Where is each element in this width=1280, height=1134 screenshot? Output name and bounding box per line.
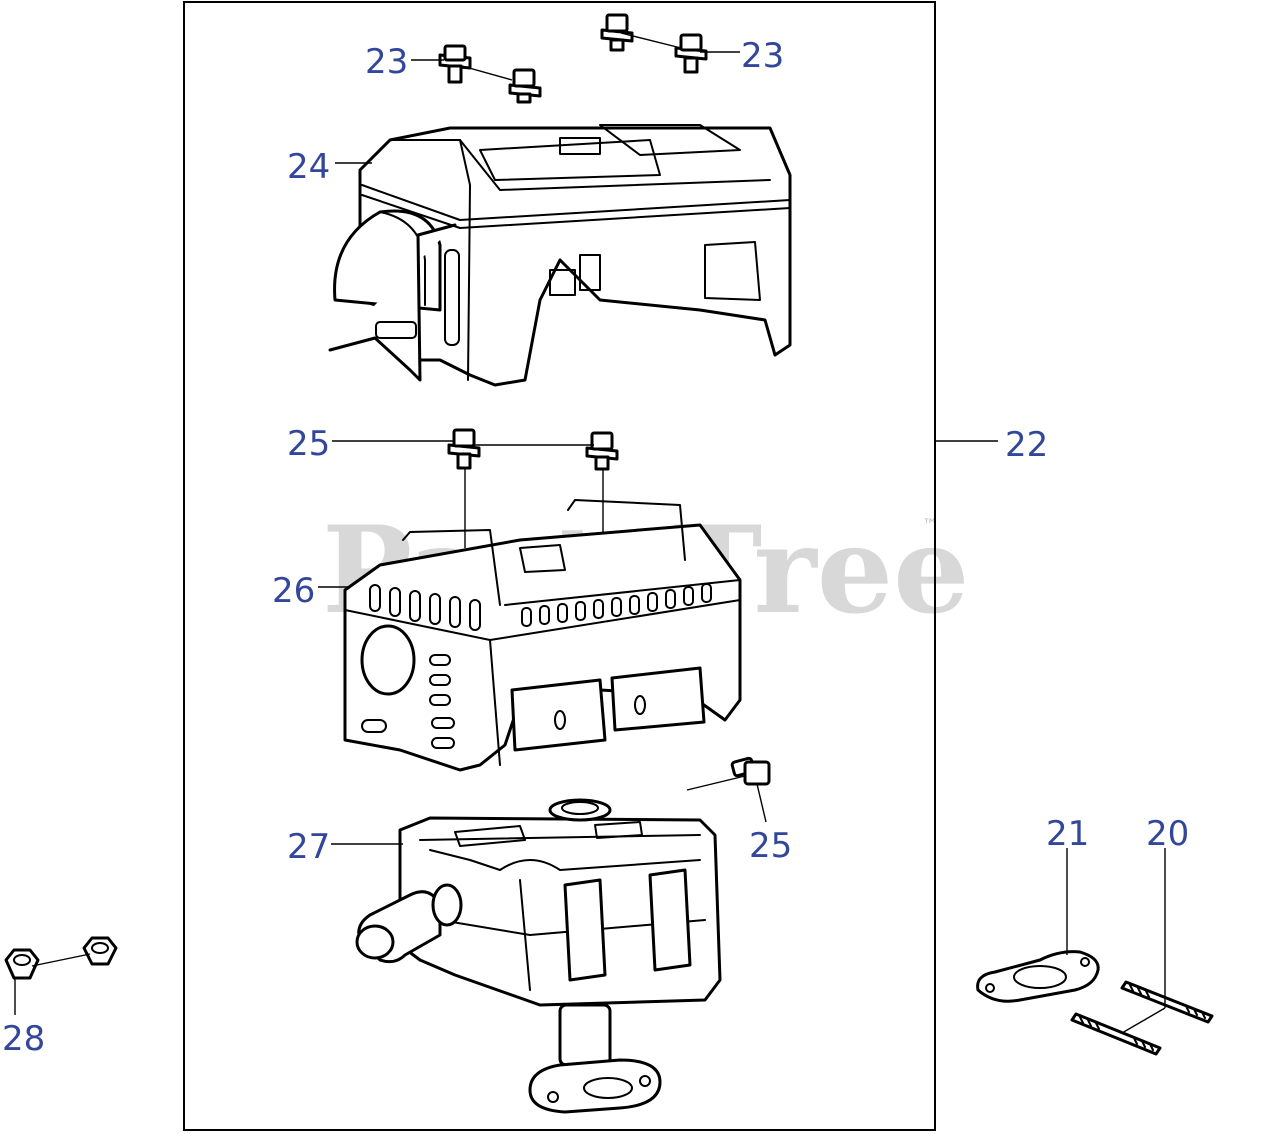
gasket-21[interactable] xyxy=(976,950,1100,1003)
bolt-23-top[interactable] xyxy=(600,13,634,52)
nut-28-right[interactable] xyxy=(82,936,118,966)
nut-28-left[interactable] xyxy=(4,948,40,980)
heat-shield-26[interactable] xyxy=(343,499,742,772)
stud-20-upper[interactable] xyxy=(1120,980,1214,1024)
bolt-23-right[interactable] xyxy=(674,33,708,74)
callout-26: 26 xyxy=(272,571,315,611)
muffler-27[interactable] xyxy=(355,798,722,1114)
callout-20: 20 xyxy=(1146,814,1189,854)
muffler-cover-24[interactable] xyxy=(328,124,792,387)
callout-28: 28 xyxy=(2,1019,45,1059)
leader-lines xyxy=(14,32,1166,1034)
callout-22: 22 xyxy=(1005,425,1048,465)
assembly-frame xyxy=(183,1,936,1131)
bolt-25-right[interactable] xyxy=(585,431,619,471)
callout-21: 21 xyxy=(1046,814,1089,854)
bolt-23-mid[interactable] xyxy=(508,68,542,104)
bolt-25-left[interactable] xyxy=(447,428,481,470)
callout-27: 27 xyxy=(287,827,330,867)
callout-24: 24 xyxy=(287,147,330,187)
bolt-23-left[interactable] xyxy=(438,44,472,84)
callout-25-top: 25 xyxy=(287,424,330,464)
stud-20-lower[interactable] xyxy=(1070,1012,1162,1056)
callout-23-right: 23 xyxy=(741,36,784,76)
callout-23-left: 23 xyxy=(365,42,408,82)
callout-25-bottom: 25 xyxy=(749,826,792,866)
bolt-25-lower-right[interactable] xyxy=(730,756,771,786)
